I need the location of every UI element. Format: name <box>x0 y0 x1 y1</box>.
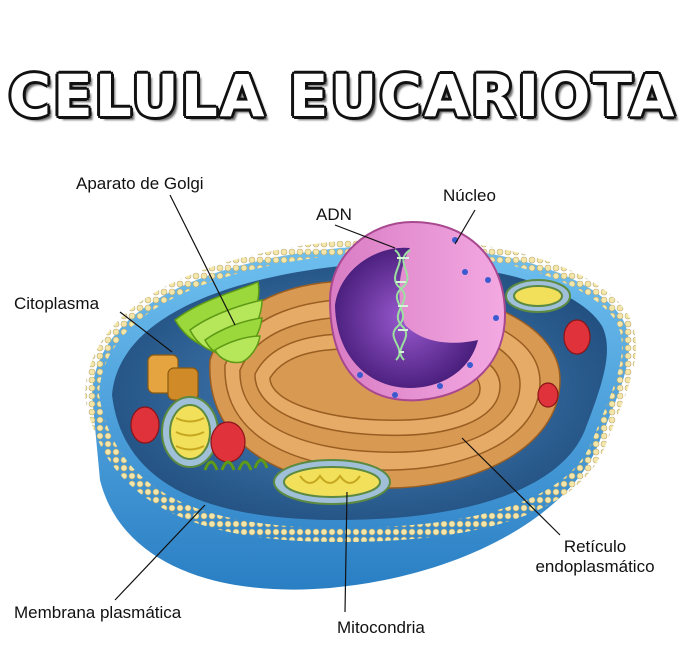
reticulo-leader <box>461 437 561 536</box>
adn-leader <box>334 224 396 249</box>
vesicles-green <box>203 458 269 471</box>
citoplasma-leader <box>119 311 173 353</box>
centriole <box>147 354 199 401</box>
mitochondrion-bottom <box>273 459 391 505</box>
mitochondrion-right <box>505 279 571 313</box>
leader-lines <box>114 194 561 613</box>
label-reticulo-line1: Retículo <box>563 537 627 556</box>
membrane-bead-rim <box>84 238 636 543</box>
nucleo-leader <box>454 209 476 245</box>
mitochondrion-left <box>161 396 219 468</box>
nucleus <box>328 220 507 402</box>
label-membrana: Membrana plasmática <box>14 603 182 622</box>
golgi-apparatus <box>174 280 263 364</box>
label-mitocondria: Mitocondria <box>337 618 425 637</box>
diagram-title: CELULA EUCARIOTA <box>8 62 677 130</box>
golgi-leader <box>169 194 236 326</box>
label-golgi: Aparato de Golgi <box>76 174 204 193</box>
label-nucleo: Núcleo <box>443 186 496 205</box>
label-reticulo: Retículo endoplasmático <box>520 537 670 577</box>
label-reticulo-line2: endoplasmático <box>535 557 655 576</box>
label-citoplasma: Citoplasma <box>14 294 100 313</box>
label-adn: ADN <box>316 205 352 224</box>
dna-helix <box>392 249 411 361</box>
lysosomes <box>130 319 591 463</box>
membrana-leader <box>114 504 206 601</box>
nucleoplasm <box>335 247 478 388</box>
mitocondria-leader <box>344 491 348 613</box>
